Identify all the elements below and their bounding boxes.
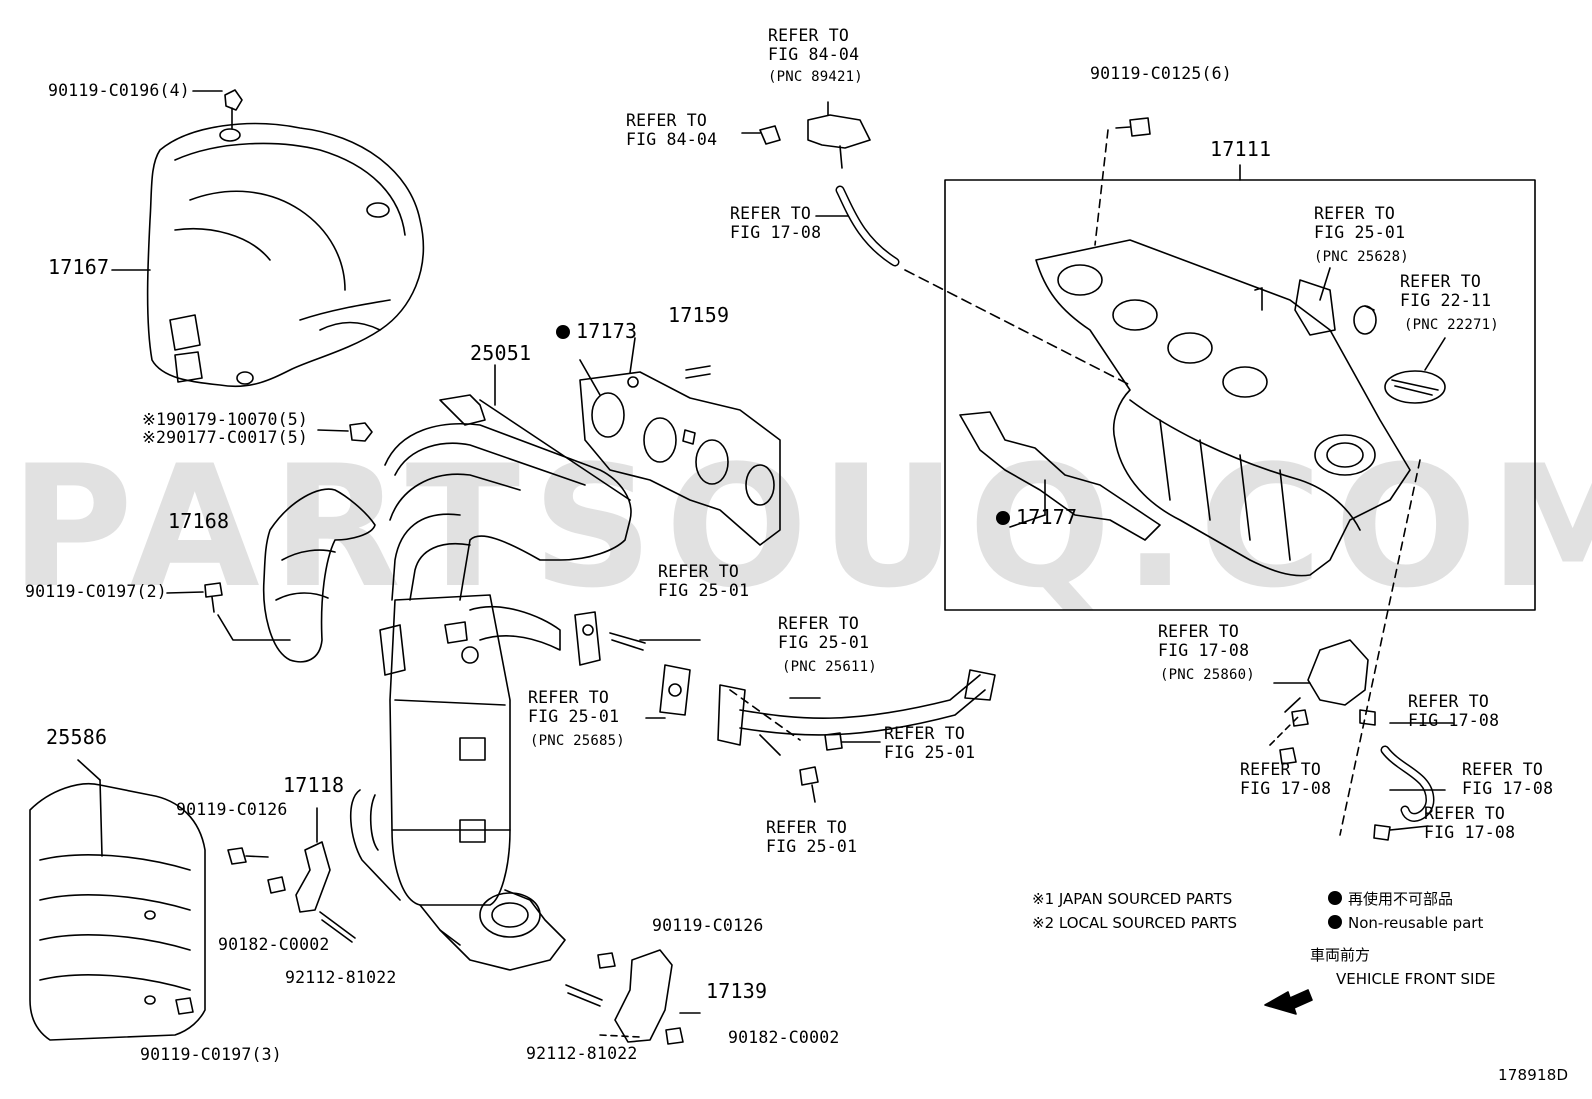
non-reusable-dot-icon [996, 511, 1010, 525]
part-label-17139[interactable]: 17139 [706, 979, 768, 1003]
gasket-17173-drawing [579, 337, 781, 546]
refer-fig-84-04-b[interactable]: REFER TO FIG 84-04 [626, 111, 718, 149]
heat-insulator-17167-drawing [111, 89, 425, 388]
part-label-90119-c0196[interactable]: 90119-C0196(4) [48, 81, 190, 100]
pnc-25611: (PNC 25611) [782, 659, 877, 675]
refer-fig-25-01-a[interactable]: REFER TO FIG 25-01 [1314, 204, 1406, 242]
pnc-89421: (PNC 89421) [768, 69, 863, 85]
legend-front-en: VEHICLE FRONT SIDE [1336, 970, 1496, 988]
part-label-90179-10070[interactable]: ※190179-10070(5) [142, 410, 309, 429]
part-label-90119-c0197-3[interactable]: 90119-C0197(3) [140, 1045, 282, 1064]
part-label-90182-c0002-b[interactable]: 90182-C0002 [728, 1028, 840, 1047]
pnc-25860: (PNC 25860) [1160, 667, 1255, 683]
refer-fig-22-11[interactable]: REFER TO FIG 22-11 [1400, 272, 1492, 310]
refer-fig-17-08-e[interactable]: REFER TO FIG 17-08 [1462, 760, 1554, 798]
vehicle-front-arrow [1264, 989, 1313, 1015]
lower-shield-25586-drawing [29, 759, 206, 1041]
part-label-90119-c0197-2[interactable]: 90119-C0197(2) [25, 582, 167, 601]
pnc-25685: (PNC 25685) [530, 733, 625, 749]
egr-pipes-drawing [574, 611, 996, 756]
part-label-17159[interactable]: 17159 [668, 303, 730, 327]
legend-dot-icon [1328, 915, 1342, 929]
refer-fig-84-04-a[interactable]: REFER TO FIG 84-04 [768, 26, 860, 64]
sensor-and-hose-drawing [807, 101, 1131, 386]
part-label-90119-c0126-a[interactable]: 90119-C0126 [176, 800, 288, 819]
legend-nonreuse-jp-text: 再使用不可部品 [1348, 890, 1454, 908]
part-label-90177-c0017[interactable]: ※290177-C0017(5) [142, 428, 309, 447]
legend-local-sourced: ※2 LOCAL SOURCED PARTS [1032, 914, 1237, 932]
exhaust-manifold-25051-drawing [349, 394, 632, 971]
figure-id: 178918D [1498, 1066, 1569, 1084]
legend-japan-sourced: ※1 JAPAN SOURCED PARTS [1032, 890, 1233, 908]
fasteners-drawing [166, 117, 1309, 1045]
part-label-17168[interactable]: 17168 [168, 509, 230, 533]
part-label-17167[interactable]: 17167 [48, 255, 110, 279]
heat-shield-17168-drawing [217, 488, 376, 663]
refer-fig-25-01-d[interactable]: REFER TO FIG 25-01 [528, 688, 620, 726]
part-label-92112-81022-b[interactable]: 92112-81022 [526, 1044, 638, 1063]
non-reusable-dot-icon [556, 325, 570, 339]
legend-nonreuse-jp: 再使用不可部品 [1328, 890, 1453, 909]
refer-fig-17-08-c[interactable]: REFER TO FIG 17-08 [1408, 692, 1500, 730]
part-label-90182-c0002-a[interactable]: 90182-C0002 [218, 935, 330, 954]
part-label-25586[interactable]: 25586 [46, 725, 108, 749]
legend-front-jp: 車両前方 [1310, 946, 1371, 964]
refer-fig-17-08-d[interactable]: REFER TO FIG 17-08 [1240, 760, 1332, 798]
part-label-17177-text: 17177 [1016, 505, 1078, 529]
pnc-22271: (PNC 22271) [1404, 317, 1499, 333]
part-label-90119-c0126-b[interactable]: 90119-C0126 [652, 916, 764, 935]
leader-lines [494, 267, 1454, 831]
refer-fig-17-08-b[interactable]: REFER TO FIG 17-08 [1158, 622, 1250, 660]
part-label-25051[interactable]: 25051 [470, 341, 532, 365]
part-label-92112-81022-a[interactable]: 92112-81022 [285, 968, 397, 987]
refer-fig-25-01-f[interactable]: REFER TO FIG 25-01 [766, 818, 858, 856]
refer-fig-25-01-b[interactable]: REFER TO FIG 25-01 [658, 562, 750, 600]
part-label-17173-text: 17173 [576, 319, 638, 343]
legend-nonreuse-en-text: Non-reusable part [1348, 914, 1484, 932]
legend-nonreuse-en: Non-reusable part [1328, 914, 1483, 933]
refer-fig-25-01-c[interactable]: REFER TO FIG 25-01 [778, 614, 870, 652]
part-label-17173[interactable]: 17173 [556, 319, 638, 343]
stays-drawing [295, 807, 701, 1043]
refer-fig-17-08-f[interactable]: REFER TO FIG 17-08 [1424, 804, 1516, 842]
part-label-17118[interactable]: 17118 [283, 773, 345, 797]
pnc-25628: (PNC 25628) [1314, 249, 1409, 265]
refer-fig-25-01-e[interactable]: REFER TO FIG 25-01 [884, 724, 976, 762]
part-label-17177[interactable]: 17177 [996, 505, 1078, 529]
vsv-and-hoses-drawing [1269, 639, 1435, 841]
legend-dot-icon [1328, 891, 1342, 905]
intake-manifold-17111-drawing [944, 129, 1536, 836]
refer-fig-17-08-a[interactable]: REFER TO FIG 17-08 [730, 204, 822, 242]
part-label-90119-c0125[interactable]: 90119-C0125(6) [1090, 64, 1232, 83]
part-label-17111[interactable]: 17111 [1210, 137, 1272, 161]
